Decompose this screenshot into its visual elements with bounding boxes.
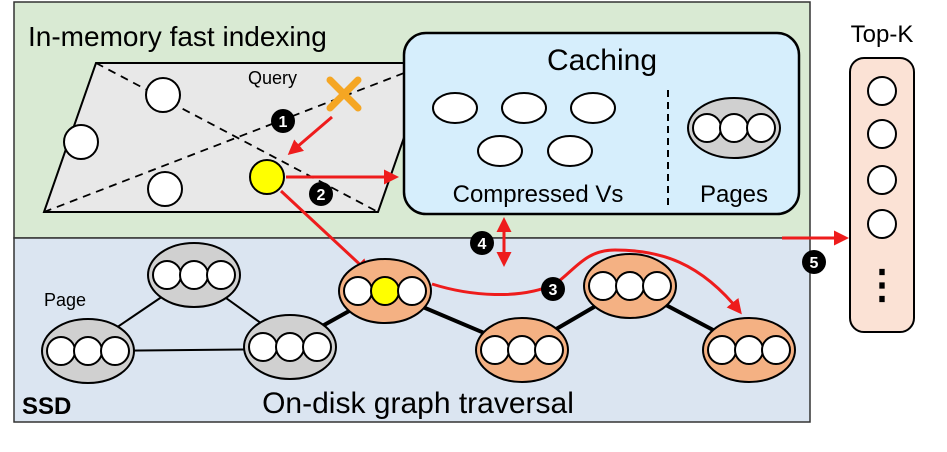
index-node (145, 77, 181, 113)
graph-page-node (243, 314, 337, 380)
graph-page-node (41, 318, 135, 384)
pages-label: Pages (700, 181, 768, 208)
graph-page-node-visited (702, 317, 796, 383)
entry-node (249, 159, 285, 195)
index-space (42, 62, 432, 213)
topk-item (867, 165, 897, 195)
graph-page-node-visited (338, 258, 432, 324)
cached-page (687, 97, 781, 159)
graph-page-node-visited (583, 253, 677, 319)
topk-ellipsis: ⋮ (862, 263, 902, 307)
compressed-vectors (432, 92, 616, 167)
ssd-label: SSD (22, 393, 71, 420)
topk-item (867, 119, 897, 149)
topk-title: Top-K (851, 21, 914, 48)
arrow-step1 (287, 115, 333, 155)
compressed-vector (477, 135, 523, 167)
step-badge (802, 250, 826, 274)
topk-item (867, 76, 897, 106)
arrow-step2 (279, 189, 371, 275)
step-number: 3 (549, 282, 558, 299)
page-label: Page (44, 290, 86, 310)
memory-title: In-memory fast indexing (28, 21, 327, 52)
compressed-vector (547, 135, 593, 167)
graph-page-node-visited (475, 317, 569, 383)
compressed-vector (501, 92, 547, 124)
compressed-vector (432, 92, 478, 124)
caching-title: Caching (547, 44, 657, 77)
topk-item (867, 209, 897, 239)
ssd-title: On-disk graph traversal (262, 387, 574, 420)
query-x-icon (326, 76, 362, 112)
arrow-step3 (431, 248, 742, 315)
step-number: 1 (279, 114, 288, 131)
step-number: 2 (317, 187, 326, 204)
step-badge (470, 231, 494, 255)
query-label: Query (248, 68, 297, 88)
step-number: 5 (810, 255, 819, 272)
step-badge (541, 277, 565, 301)
compressed-vector (570, 92, 616, 124)
step-number: 4 (478, 236, 487, 253)
topk-items (867, 76, 897, 239)
compressed-label: Compressed Vs (453, 181, 624, 208)
caching-box (402, 31, 801, 216)
step-badge (271, 109, 295, 133)
index-node (63, 124, 99, 160)
index-node (147, 171, 183, 207)
step-badge (309, 182, 333, 206)
graph-page-node (147, 242, 241, 308)
